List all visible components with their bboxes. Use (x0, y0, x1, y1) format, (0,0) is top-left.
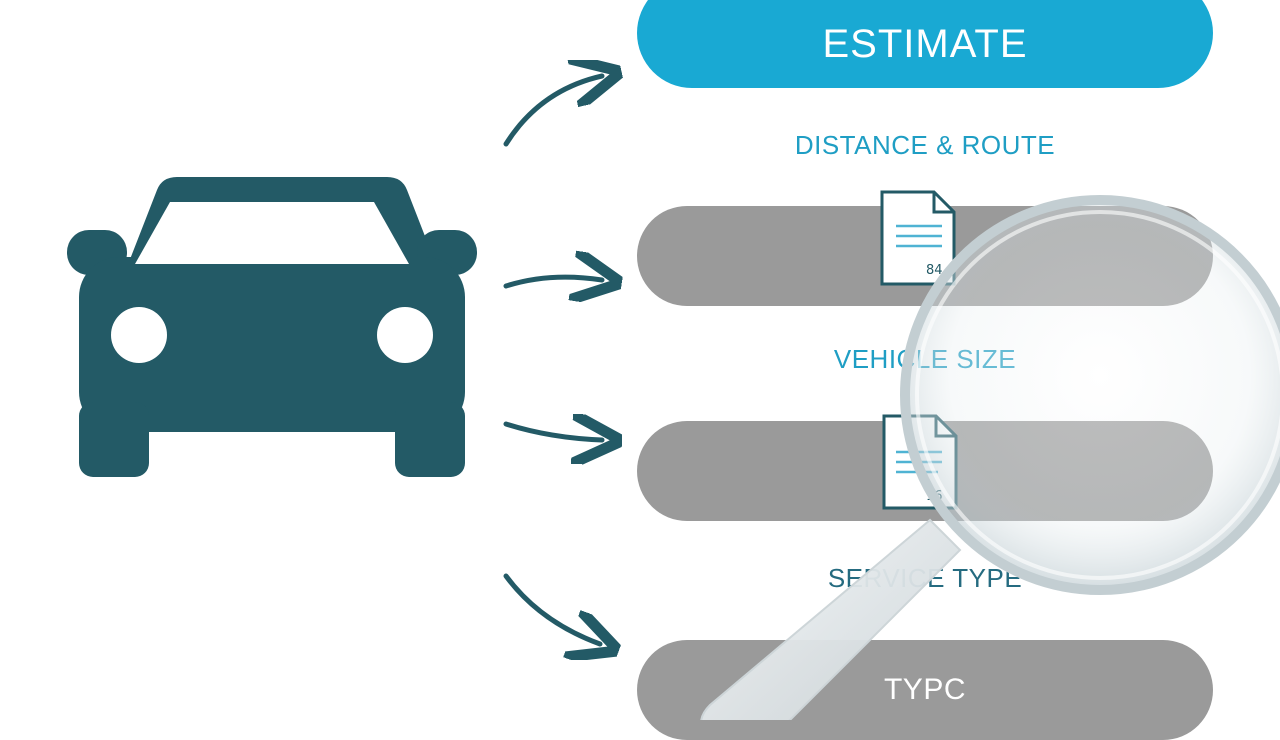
curved-arrow-icon (503, 424, 602, 440)
estimate-diagram: ESTIMATE DISTANCE & ROUTE VEHICLE SIZE S… (67, 0, 1280, 740)
curved-arrow-icon (503, 76, 602, 147)
document-icon: 16 (882, 414, 958, 510)
bottom-bar-text: TYPC (883, 673, 966, 706)
arrows-group (503, 60, 630, 660)
factor-label-vehicle-size: VEHICLE SIZE (833, 344, 1017, 374)
document-number: 16 (926, 489, 943, 504)
document-icon: 84 (880, 190, 956, 286)
estimate-title: ESTIMATE (822, 21, 1028, 66)
estimate-header-pill: ESTIMATE (637, 0, 1213, 88)
curved-arrow-icon (503, 573, 600, 644)
curved-arrow-icon (503, 277, 602, 286)
factor-label-service-type: SERVICE TYPE (827, 563, 1023, 593)
document-number: 84 (926, 263, 943, 278)
factor-label-distance: DISTANCE & ROUTE (794, 130, 1056, 160)
car-front-icon (67, 177, 477, 477)
